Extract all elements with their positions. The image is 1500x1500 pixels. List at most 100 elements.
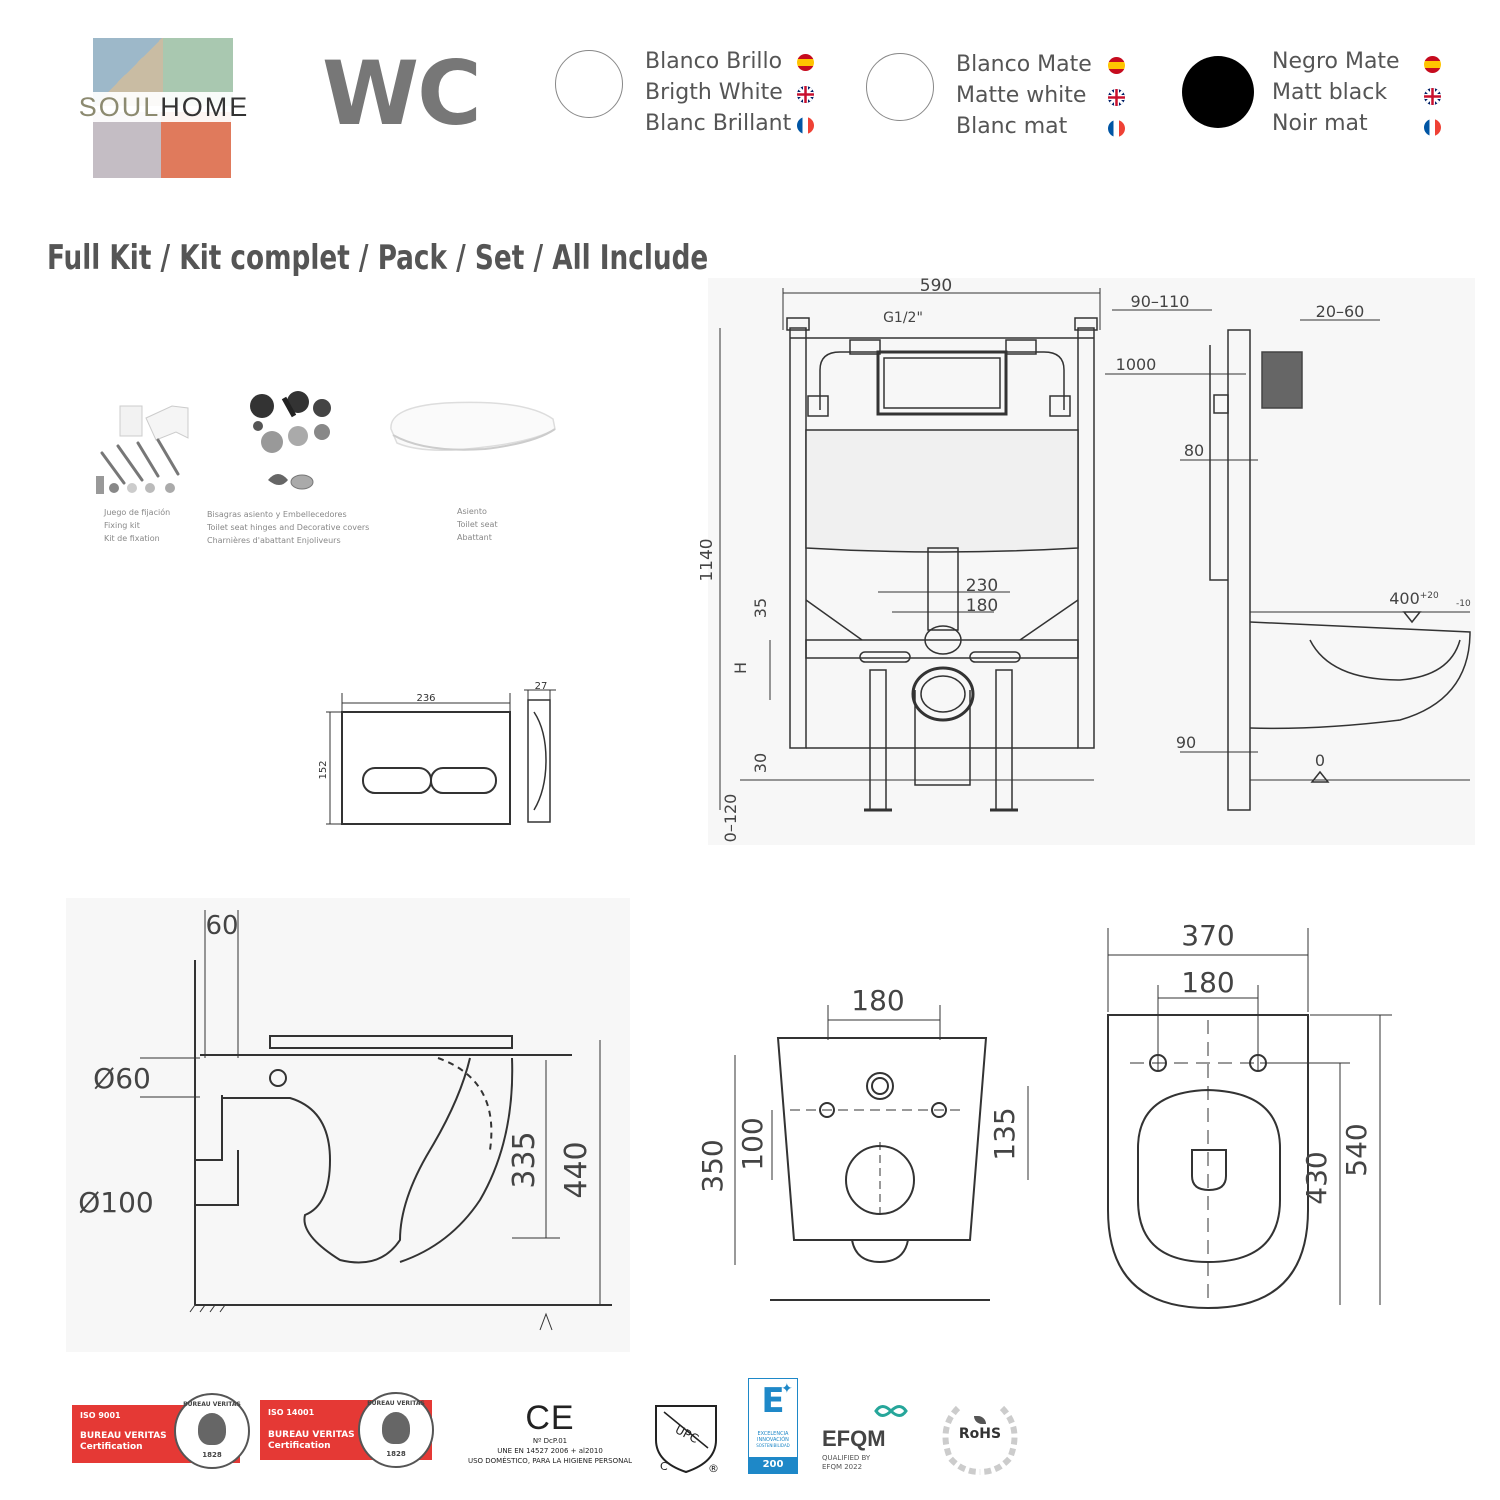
upc-mark: UPC <box>673 1422 701 1446</box>
dim-440: 440 <box>559 1141 594 1198</box>
kit-item-fixing: Juego de fijación Fixing kit Kit de fixa… <box>70 388 200 548</box>
bowl-side-drawing: 60 Ø60 Ø100 335 440 <box>66 898 630 1352</box>
fr-flag-icon <box>1108 120 1125 137</box>
dim-20-60: 20–60 <box>1316 302 1365 321</box>
caption-fr: Kit de fixation <box>104 534 160 543</box>
toilet-seat-icon <box>390 401 556 451</box>
flush-plate-drawing: 236 152 27 <box>318 681 556 825</box>
dim-frame-width: 590 <box>920 276 952 296</box>
dim-seat-height: 400+20 <box>1389 589 1439 608</box>
seat-tol-minus: -10 <box>1456 599 1471 609</box>
leaf-icon <box>974 1416 986 1424</box>
seal-year: 1828 <box>386 1450 406 1458</box>
excelencia-line1: EXCELENCIA <box>757 1431 789 1437</box>
kit-caption: Juego de fijación Fixing kit Kit de fixa… <box>104 506 170 545</box>
cert-upc: UPC C ® <box>655 1405 719 1475</box>
swatch-matte-white <box>866 53 934 121</box>
upc-c: C <box>660 1460 668 1473</box>
logo-text: SOULHOME <box>67 92 261 122</box>
excelencia-line3: SOSTENIBILIDAD <box>756 1443 790 1448</box>
dim-plate-height: 152 <box>318 760 329 779</box>
cert-std: ISO 9001 <box>80 1411 121 1420</box>
caption-en: Toilet seat <box>457 520 498 529</box>
seat-height-value: 400 <box>1389 589 1420 608</box>
cert-body: BUREAU VERITAS <box>80 1431 167 1441</box>
dim-top-370: 370 <box>1181 919 1234 952</box>
swatch-matt-black <box>1182 56 1254 128</box>
dim-335: 335 <box>507 1131 542 1188</box>
rohs-mark: RoHS <box>958 1426 1002 1442</box>
color-label-fr: Noir mat <box>1272 111 1368 136</box>
color-option-matt-black[interactable]: Negro Mate Matt black Noir mat <box>1182 49 1452 147</box>
cert-iso14001: ISO 14001 BUREAU VERITAS Certification B… <box>260 1392 434 1468</box>
dim-front-350: 350 <box>700 1139 729 1192</box>
kit-item-seat: Asiento Toilet seat Abattant <box>385 395 565 545</box>
dim-90: 90 <box>1176 733 1196 752</box>
logo-text-home: HOME <box>160 92 250 122</box>
hinges-covers-icon <box>250 391 331 490</box>
dim-front-135: 135 <box>988 1107 1021 1160</box>
dim-1000: 1000 <box>1116 355 1157 374</box>
es-flag-icon <box>797 54 814 71</box>
dim-plate-width: 236 <box>416 693 435 704</box>
seal-emblem <box>198 1413 226 1445</box>
efqm-mark: EFQM <box>822 1426 886 1451</box>
caption-en: Fixing kit <box>104 521 140 530</box>
logo-text-soul: SOUL <box>78 92 161 122</box>
dim-frame-height: 1140 <box>700 538 717 581</box>
es-flag-icon <box>1424 56 1441 73</box>
dim-30: 30 <box>751 753 770 773</box>
caption-es: Asiento <box>457 507 487 516</box>
caption-en: Toilet seat hinges and Decorative covers <box>207 523 370 532</box>
color-label-es: Blanco Brillo <box>645 49 783 74</box>
dim-ground: 0 <box>1315 751 1325 770</box>
kit-heading: Full Kit / Kit complet / Pack / Set / Al… <box>47 238 709 278</box>
cert-std: ISO 14001 <box>268 1408 315 1417</box>
color-label-en: Brigth White <box>645 80 783 105</box>
fixing-kit-icon <box>96 405 189 494</box>
swatch-gloss-white <box>555 50 623 118</box>
kit-caption: Bisagras asiento y Embellecedores Toilet… <box>207 508 369 547</box>
caption-fr: Abattant <box>457 533 492 542</box>
color-label-es: Blanco Mate <box>956 52 1092 77</box>
dim-dia-60: Ø60 <box>93 1062 151 1095</box>
ce-line3: USO DOMÉSTICO, PARA LA HIGIENE PERSONAL <box>467 1457 633 1465</box>
frame-drawing: 590 G1/2" 1140 35 H 30 0–120 230 180 90–… <box>700 276 1475 845</box>
color-option-gloss-white[interactable]: Blanco Brillo Brigth White Blanc Brillan… <box>555 49 825 145</box>
color-label-en: Matte white <box>956 83 1087 108</box>
cert-label: Certification <box>268 1441 331 1451</box>
cert-label: Certification <box>80 1442 143 1452</box>
dim-H: H <box>731 662 750 674</box>
star-icon: ✦ <box>781 1381 793 1397</box>
dim-top-180: 180 <box>1181 966 1234 999</box>
seal-emblem <box>382 1412 410 1444</box>
cert-excelencia: E ✦ EXCELENCIA INNOVACIÓN SOSTENIBILIDAD… <box>748 1378 798 1474</box>
bureau-veritas-seal: BUREAU VERITAS 1828 <box>358 1392 434 1468</box>
color-option-matte-white[interactable]: Blanco Mate Matte white Blanc mat <box>866 52 1136 148</box>
uk-flag-icon <box>1424 88 1441 105</box>
dim-water-inlet: G1/2" <box>883 310 923 326</box>
bowl-front-drawing: 180 350 100 135 <box>700 984 1029 1301</box>
fr-flag-icon <box>797 117 814 134</box>
logo-band <box>67 92 261 122</box>
kit-item-hinges: Bisagras asiento y Embellecedores Toilet… <box>205 388 385 548</box>
caption-es: Bisagras asiento y Embellecedores <box>207 510 347 519</box>
cert-efqm: EFQM QUALIFIED BY EFQM 2022 <box>822 1400 912 1475</box>
dim-top-540: 540 <box>1340 1123 1373 1176</box>
excelencia-letter: E <box>761 1381 785 1421</box>
ce-line1: Nº DcP.01 <box>532 1437 568 1445</box>
dim-90-110: 90–110 <box>1131 292 1190 311</box>
dim-top-430: 430 <box>1300 1151 1333 1204</box>
cert-ce: CE Nº DcP.01 UNE EN 14527 2006 + al2010 … <box>455 1400 645 1475</box>
bureau-veritas-seal: BUREAU VERITAS 1828 <box>174 1393 250 1469</box>
upc-r: ® <box>708 1462 719 1475</box>
fr-flag-icon <box>1424 119 1441 136</box>
cert-body: BUREAU VERITAS <box>268 1430 355 1440</box>
caption-fr: Charnières d'abattant Enjoliveurs <box>207 536 341 545</box>
cert-iso9001: ISO 9001 BUREAU VERITAS Certification BU… <box>72 1393 250 1469</box>
kit-caption: Asiento Toilet seat Abattant <box>457 505 498 544</box>
dim-80: 80 <box>1184 441 1204 460</box>
dim-180: 180 <box>966 596 998 616</box>
color-label-fr: Blanc mat <box>956 114 1068 139</box>
ce-mark: CE <box>525 1399 575 1437</box>
